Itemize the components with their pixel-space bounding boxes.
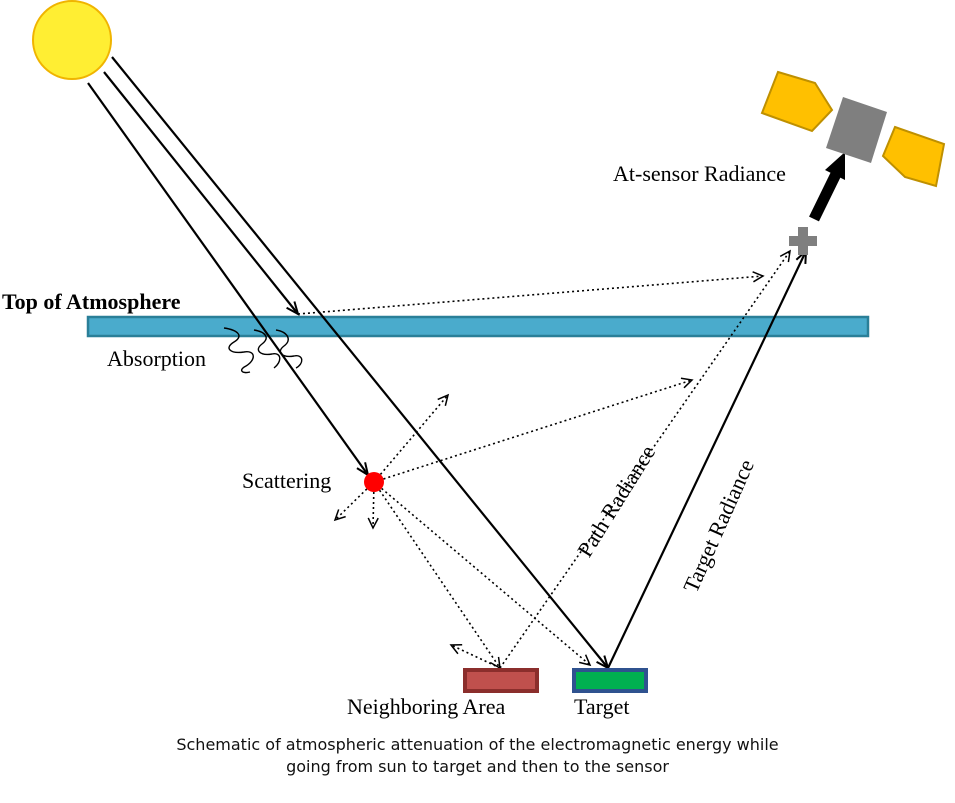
absorption-squiggles	[223, 327, 303, 374]
scatter-ray-to-neighbor	[373, 481, 501, 670]
neighbor-reflected-ray	[449, 643, 501, 669]
scattering-point	[364, 472, 384, 492]
satellite-icon	[760, 70, 946, 188]
caption-line-1: Schematic of atmospheric attenuation of …	[176, 735, 779, 754]
at-sensor-arrow-shaft	[809, 171, 841, 222]
target-radiance-ray	[607, 248, 808, 669]
scatter-ray-to-target	[373, 481, 592, 667]
caption-line-2: going from sun to target and then to the…	[286, 757, 669, 776]
sun-ray-to-scattering	[87, 82, 370, 478]
solar-panel-right	[881, 125, 946, 188]
scatter-ray-down-left	[333, 481, 375, 522]
scatter-ray-up	[373, 393, 450, 483]
sun-ray-to-target	[111, 56, 610, 671]
satellite-body	[826, 97, 887, 163]
neighboring-area-label: Neighboring Area	[347, 694, 506, 719]
sun-ray-to-top-of-atmosphere	[103, 71, 300, 317]
scattering-label: Scattering	[242, 468, 332, 493]
figure-caption: Schematic of atmospheric attenuation of …	[0, 734, 955, 778]
scatter-ray-up-right	[373, 377, 694, 483]
neighboring-area	[463, 668, 539, 693]
target-area	[572, 668, 648, 693]
atmosphere-band	[86, 315, 870, 338]
solar-panel-left	[760, 70, 834, 133]
target-label: Target	[574, 694, 630, 719]
sun	[32, 0, 112, 80]
absorption-label: Absorption	[107, 346, 206, 371]
toa-reflected-ray	[297, 271, 765, 315]
at-sensor-radiance-label: At-sensor Radiance	[613, 161, 786, 186]
at-sensor-arrow-head	[825, 152, 845, 180]
sensor-sum-icon	[789, 227, 817, 255]
top-of-atmosphere-label: Top of Atmosphere	[2, 289, 181, 314]
